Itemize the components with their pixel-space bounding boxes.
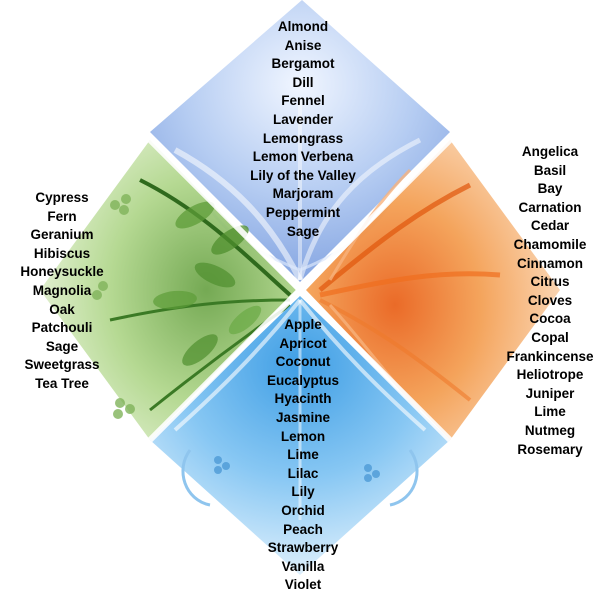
list-item: Peppermint [265,204,341,220]
list-item: Lavender [272,111,334,127]
list-item: Fern [47,208,77,224]
list-item: Patchouli [31,320,93,336]
list-item: Anise [284,37,322,53]
list-item: Cypress [35,190,89,205]
list-item: Magnolia [32,282,92,298]
water-scent-list: Apple Apricot Coconut Eucalyptus Hyacint… [250,316,356,595]
list-item: Orchid [281,502,325,518]
list-item: Cinnamon [517,255,583,271]
earth-scent-list: Cypress Fern Geranium Hibiscus Honeysuck… [14,189,110,394]
list-item: Lemongrass [262,130,344,146]
list-item: Sage [286,223,320,239]
list-item: Eucalyptus [266,372,340,388]
list-item: Apple [284,317,322,332]
list-item: Citrus [530,274,570,290]
list-item: Copal [531,329,569,345]
list-item: Tea Tree [35,375,89,391]
list-item: Sweetgrass [24,357,100,373]
quadrant-dividers [147,137,453,443]
list-item: Almond [277,19,329,34]
list-item: Coconut [275,354,331,370]
list-item: Bay [537,181,563,197]
list-item: Strawberry [267,540,339,556]
list-item: Dill [292,74,314,90]
list-item: Cedar [530,218,570,234]
list-item: Cocoa [529,311,571,327]
list-item: Lemon Verbena [252,149,354,165]
list-item: Jasmine [275,409,331,425]
list-item: Cloves [527,292,573,308]
fire-scent-list: Angelica Basil Bay Carnation Cedar Chamo… [500,143,600,459]
list-item: Peach [283,521,323,537]
list-item: Fennel [281,93,325,109]
list-item: Frankincense [506,348,594,364]
water-quadrant [150,296,450,575]
list-item: Lilac [287,465,319,481]
list-item: Carnation [518,199,582,215]
fire-quadrant [306,140,560,440]
list-item: Lime [287,447,319,463]
list-item: Lime [534,404,566,420]
list-item: Hyacinth [274,391,332,407]
air-scent-list: Almond Anise Bergamot Dill Fennel Lavend… [243,18,363,241]
list-item: Heliotrope [516,367,584,383]
list-item: Angelica [521,144,579,159]
list-item: Juniper [525,385,575,401]
list-item: Vanilla [281,558,325,574]
list-item: Lemon [280,428,326,444]
list-item: Honeysuckle [20,264,104,280]
list-item: Nutmeg [524,422,576,438]
list-item: Sage [45,338,79,354]
list-item: Marjoram [272,186,334,202]
list-item: Geranium [30,227,94,243]
list-item: Bergamot [271,56,335,72]
list-item: Basil [533,162,567,178]
list-item: Oak [49,301,75,317]
list-item: Apricot [279,335,327,351]
list-item: Lily of the Valley [250,167,356,183]
list-item: Lily [291,484,315,500]
list-item: Chamomile [513,236,587,252]
list-item: Hibiscus [33,245,91,261]
list-item: Violet [284,577,322,593]
list-item: Rosemary [517,441,583,457]
